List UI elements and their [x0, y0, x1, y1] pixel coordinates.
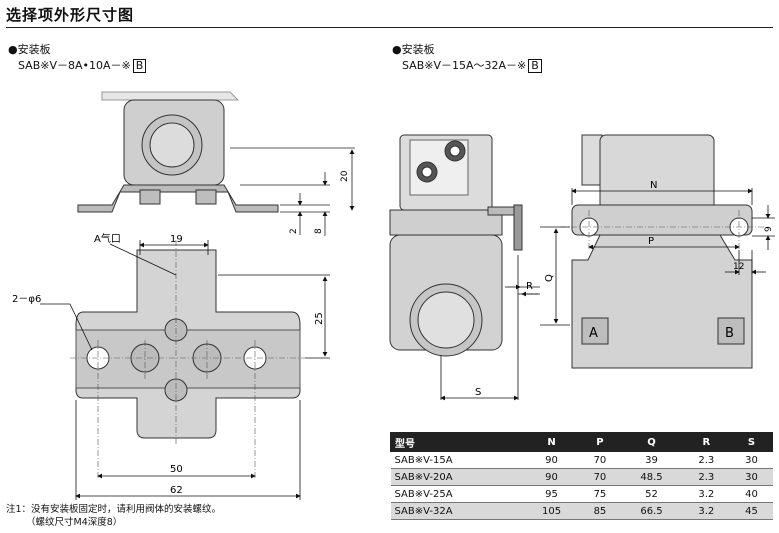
- title-divider: [6, 27, 773, 28]
- right-model-code: SAB※V－15A～32A－※B: [402, 58, 542, 73]
- dim-9: 9: [764, 226, 774, 232]
- dim-2: 2: [289, 228, 299, 234]
- dim-S: S: [475, 387, 481, 398]
- left-side-view: [77, 91, 279, 213]
- table-row: SAB※V-15A 90 70 39 2.3 30: [390, 451, 773, 469]
- left-section-heading: ●安装板: [8, 43, 51, 56]
- dim-P: P: [648, 236, 654, 247]
- left-model-prefix: SAB※V－8A•10A－※: [18, 59, 131, 72]
- dim-12: 12: [733, 262, 744, 272]
- dim-R: R: [526, 281, 533, 292]
- footnote-line-2: （螺纹尺寸M4深度8）: [26, 517, 123, 528]
- cell-q: 48.5: [620, 468, 683, 486]
- cell-q: 52: [620, 485, 683, 503]
- cell-r: 3.2: [682, 485, 731, 503]
- footnote-line-1: 注1：没有安装板固定时，请利用阀体的安装螺纹。: [6, 504, 222, 515]
- mark-a: A: [589, 326, 598, 341]
- cell-n: 105: [524, 502, 579, 520]
- header-q: Q: [620, 432, 683, 452]
- mark-b: B: [725, 326, 734, 341]
- spec-table: 型号 N P Q R S SAB※V-15A 90 70 39 2.3 30 S…: [390, 432, 773, 520]
- dim-N: N: [650, 180, 657, 191]
- cell-p: 75: [578, 485, 621, 503]
- cell-s: 40: [730, 485, 773, 503]
- footnote: 注1：没有安装板固定时，请利用阀体的安装螺纹。 （螺纹尺寸M4深度8）: [6, 503, 221, 529]
- cell-q: 66.5: [620, 502, 683, 520]
- port-a-label: A气口: [94, 232, 121, 245]
- dim-50: 50: [170, 464, 183, 475]
- spec-table-header: 型号 N P Q R S: [390, 432, 773, 452]
- cell-n: 90: [524, 451, 579, 469]
- cell-r: 2.3: [682, 451, 731, 469]
- cell-model: SAB※V-15A: [390, 451, 525, 469]
- table-row: SAB※V-32A 105 85 66.5 3.2 45: [390, 502, 773, 520]
- cell-p: 70: [578, 451, 621, 469]
- cell-r: 3.2: [682, 502, 731, 520]
- right-section-heading: ●安装板: [392, 43, 435, 56]
- cell-model: SAB※V-32A: [390, 502, 525, 520]
- header-model: 型号: [390, 432, 525, 452]
- cell-n: 90: [524, 468, 579, 486]
- cell-s: 30: [730, 468, 773, 486]
- cell-model: SAB※V-20A: [390, 468, 525, 486]
- left-model-code: SAB※V－8A•10A－※B: [18, 58, 147, 73]
- cell-q: 39: [620, 451, 683, 469]
- table-row: SAB※V-25A 95 75 52 3.2 40: [390, 485, 773, 503]
- cell-s: 30: [730, 451, 773, 469]
- hole-label: 2－φ6: [12, 294, 41, 305]
- right-model-box: B: [528, 59, 542, 73]
- dim-8: 8: [314, 228, 324, 234]
- dim-19: 19: [170, 234, 183, 245]
- header-n: N: [523, 432, 580, 452]
- cell-s: 45: [730, 502, 773, 520]
- dim-62: 62: [170, 485, 183, 496]
- right-front-view: [389, 134, 523, 357]
- header-p: P: [578, 432, 622, 452]
- cell-n: 95: [524, 485, 579, 503]
- dim-Q: Q: [544, 274, 555, 282]
- header-r: R: [681, 432, 732, 452]
- cell-p: 70: [578, 468, 621, 486]
- table-row: SAB※V-20A 90 70 48.5 2.3 30: [390, 468, 773, 486]
- cell-p: 85: [578, 502, 621, 520]
- page-title: 选择项外形尺寸图: [6, 6, 135, 24]
- left-top-view: [75, 249, 301, 439]
- cell-model: SAB※V-25A: [390, 485, 525, 503]
- header-s: S: [730, 432, 773, 452]
- dim-20: 20: [340, 170, 350, 182]
- left-model-box: B: [132, 59, 147, 73]
- dim-25: 25: [314, 312, 325, 325]
- cell-r: 2.3: [682, 468, 731, 486]
- right-model-prefix: SAB※V－15A～32A－※: [402, 59, 527, 72]
